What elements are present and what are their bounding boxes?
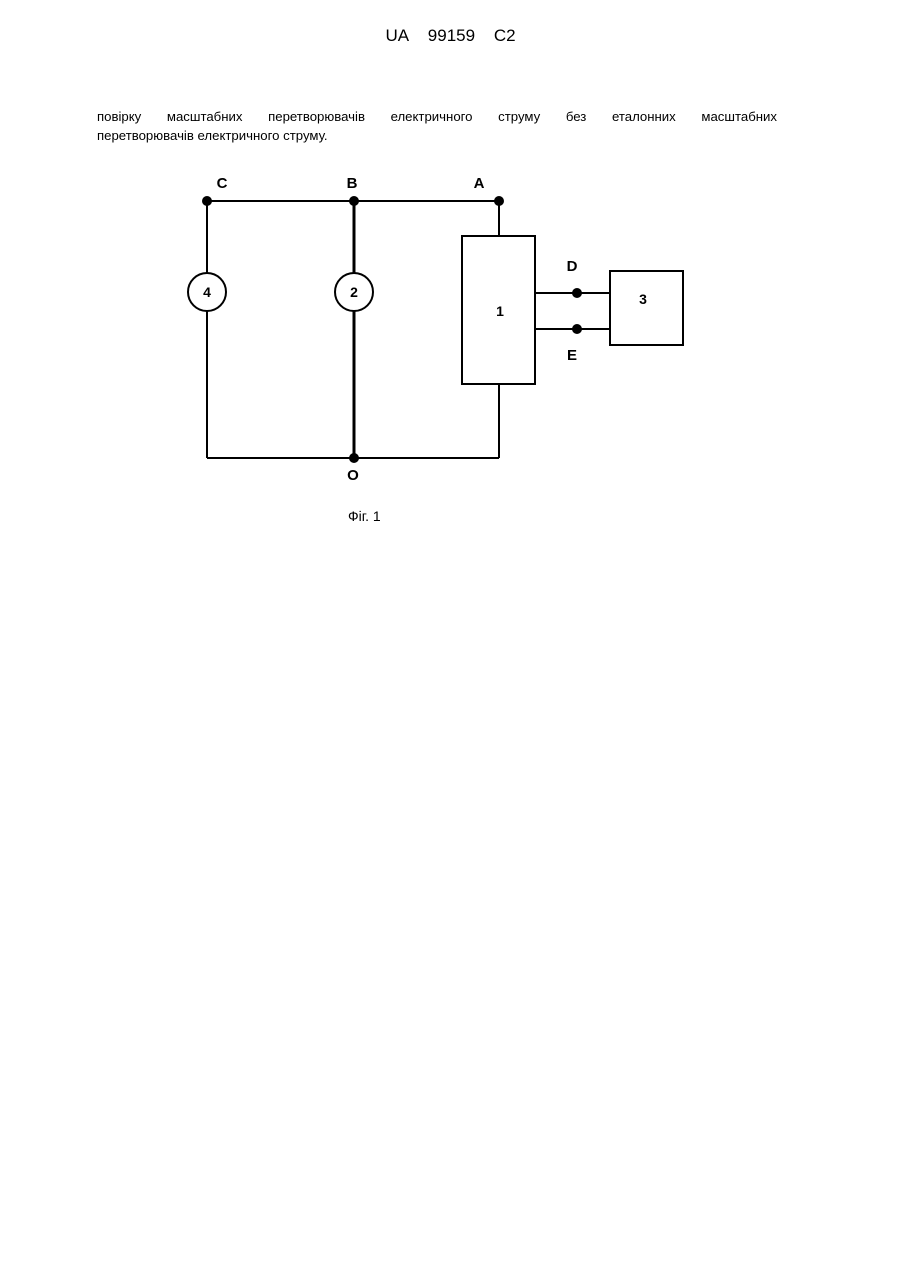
node-a-label: A	[474, 175, 485, 192]
element-2-label: 2	[350, 284, 358, 300]
node-c-dot	[202, 196, 212, 206]
node-b-dot	[349, 196, 359, 206]
node-d-dot	[572, 288, 582, 298]
node-c-label: C	[217, 175, 228, 192]
element-1-label: 1	[496, 303, 504, 319]
element-3-label: 3	[639, 291, 647, 307]
node-d-label: D	[567, 258, 578, 275]
node-o-dot	[349, 453, 359, 463]
circuit-diagram: 4 2 1 3 C B A D E O	[0, 0, 901, 560]
node-o-label: O	[347, 467, 359, 484]
element-3-box	[610, 271, 683, 345]
figure-caption: Фіг. 1	[348, 508, 381, 524]
node-b-label: B	[347, 175, 358, 192]
circuit-wires	[207, 201, 610, 458]
node-a-dot	[494, 196, 504, 206]
node-e-dot	[572, 324, 582, 334]
element-4-label: 4	[203, 284, 211, 300]
node-e-label: E	[567, 347, 577, 364]
